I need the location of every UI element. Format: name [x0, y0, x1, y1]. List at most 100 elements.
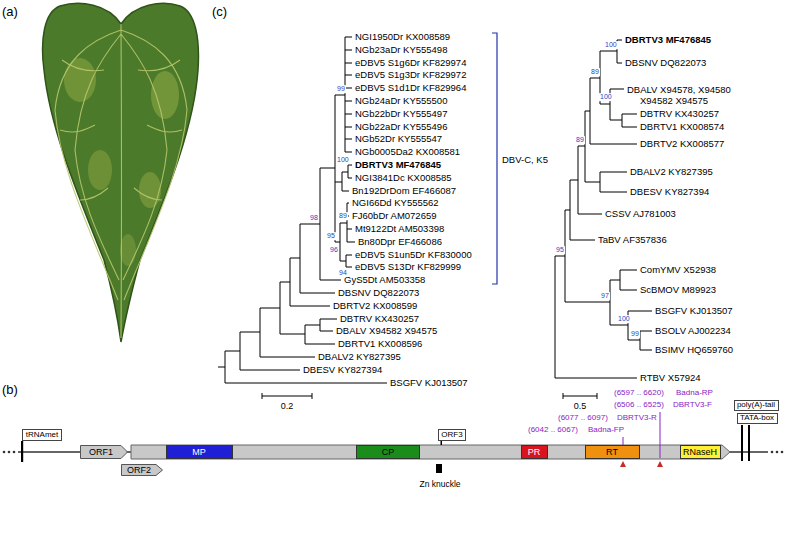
primer-label: DBRTV3-F — [673, 400, 712, 410]
taxon-label: DBALV2 KY827395 — [318, 351, 401, 362]
site-tick — [741, 425, 743, 461]
leaf-mottle — [151, 71, 179, 119]
panel-letter: (c) — [212, 4, 227, 20]
site-box: tRNAmet — [22, 429, 62, 441]
bootstrap-value: 94 — [338, 269, 348, 277]
taxon-label: DBRTV1 KX008574 — [640, 121, 724, 132]
domain-box: PR — [521, 445, 548, 459]
site-box: TATA-box — [737, 413, 778, 424]
primer-label: Badna-FP — [588, 425, 624, 435]
leaf-blade — [43, 3, 199, 342]
bootstrap-value: 96 — [329, 246, 339, 254]
taxon-label: DBTRV KX430257 — [640, 108, 719, 119]
taxon-label: Bn80Dpr EF466086 — [358, 236, 442, 247]
panel-letter: (b) — [2, 382, 18, 398]
node-label: ORF1 — [89, 448, 113, 457]
leaf-mottle — [88, 150, 112, 190]
scale-value: 0.2 — [281, 401, 294, 412]
primer-label: Badna-RP — [676, 388, 713, 398]
taxon-label: NGI1950Dr KX008589 — [355, 31, 450, 42]
primer-label: DBRTV3-R — [617, 413, 657, 423]
taxon-label: DBRTV2 KX008599 — [333, 300, 417, 311]
taxon-label: FJ60bDr AM072659 — [352, 210, 437, 221]
taxon-label: eDBV5 S13Dr KF829999 — [355, 261, 461, 272]
taxon-label: BSGFV KJ013507 — [655, 305, 733, 316]
taxon-label: NGI3841Dc KX008585 — [355, 172, 452, 183]
taxon-label: NGb52Dr KY555547 — [355, 133, 442, 144]
scale-value: 0.5 — [574, 401, 587, 412]
orf3-start-tick — [441, 441, 443, 445]
taxon-label: DBRTV3 MF476845 — [625, 34, 711, 45]
continuation-dot — [13, 451, 16, 454]
taxon-label: NGb23aDr KY555498 — [355, 44, 447, 55]
taxon-label: DBSNV DQ822073 — [625, 57, 706, 68]
bootstrap-value: 98 — [309, 214, 319, 222]
taxon-label: NGb24aDr KY555500 — [355, 95, 447, 106]
taxon-label: ScBMOV M89923 — [640, 284, 716, 295]
orf-arrow: ORF2 — [121, 464, 163, 476]
node-label: poly(A)-tail — [737, 401, 775, 409]
continuation-dot — [781, 451, 784, 454]
continuation-dot — [776, 451, 779, 454]
bootstrap-value: 89 — [575, 136, 585, 144]
taxon-label: DBALV2 KY827395 — [630, 166, 713, 177]
bootstrap-value: 89 — [338, 212, 348, 220]
domain-box: RNaseH — [680, 445, 721, 459]
site-tick — [21, 441, 23, 462]
taxon-label: DBRTV3 MF476845 — [355, 159, 441, 170]
taxon-label: NGb22aDr KY555496 — [355, 121, 447, 132]
taxon-label: DBESV KY827394 — [630, 186, 709, 197]
bootstrap-value: 100 — [604, 41, 618, 49]
primer-label: (6506 .. 6525) — [614, 400, 664, 410]
bootstrap-value: 95 — [326, 232, 336, 240]
leaf-mottle — [120, 234, 136, 266]
taxon-label: BSOLV AJ002234 — [655, 325, 731, 336]
taxon-label: eDBV5 S1g6Dr KF829974 — [355, 57, 466, 68]
bootstrap-value: 97 — [600, 292, 610, 300]
clade-bracket — [492, 33, 497, 284]
domain-box: CP — [356, 445, 420, 459]
orf-arrow: ORF1 — [80, 445, 128, 459]
taxon-label: BSGFV KJ013507 — [390, 377, 468, 388]
taxon-label: DBESV KY827394 — [303, 364, 382, 375]
taxon-label: NGb22bDr KY555497 — [355, 108, 447, 119]
bootstrap-value: 100 — [336, 156, 350, 164]
node-label: PR — [528, 448, 541, 457]
node-label: RT — [606, 448, 618, 457]
leaf-veins — [55, 24, 187, 338]
node-label: ORF2 — [127, 466, 151, 475]
continuation-dot — [3, 451, 6, 454]
scale-bar — [262, 393, 312, 399]
clade-label: DBV-C, K5 — [502, 154, 548, 165]
primer-label: (6597 .. 6620) — [614, 388, 664, 398]
taxon-label: DBALV X94578, X94580 X94582 X94575 — [627, 84, 758, 107]
site-tick — [748, 425, 750, 461]
taxon-label: DBSNV DQ822073 — [338, 287, 419, 298]
bootstrap-value: 99 — [630, 330, 640, 338]
taxon-label: DBRTV1 KX008596 — [338, 338, 422, 349]
taxon-label: Bn192DrDom EF466087 — [352, 185, 456, 196]
taxon-label: Mt9122Dt AM503398 — [355, 223, 444, 234]
primer-arrowhead — [620, 461, 626, 467]
domain-box: MP — [166, 445, 233, 459]
node-label: RNaseH — [683, 448, 717, 457]
node-label: TATA-box — [740, 414, 774, 422]
taxon-label: NGI66Dd KY555562 — [352, 197, 439, 208]
primer-arrowhead — [657, 461, 663, 467]
panel-letter: (a) — [2, 4, 18, 20]
site-box: poly(A)-tail — [734, 400, 779, 411]
taxon-label: BSIMV HQ659760 — [655, 344, 733, 355]
taxon-label: eDBV5 S1g3Dr KF829972 — [355, 69, 466, 80]
node-label: tRNAmet — [26, 431, 58, 439]
taxon-label: CSSV AJ781003 — [605, 208, 676, 219]
taxon-label: NGb0005Da2 KX008581 — [355, 146, 460, 157]
taxon-label: ComYMV X52938 — [640, 264, 716, 275]
orf3-bar — [131, 445, 730, 459]
scale-bar — [563, 393, 597, 399]
taxon-label: TaBV AF357836 — [598, 234, 667, 245]
orf-arrow-outline — [81, 446, 128, 459]
bootstrap-value: 95 — [555, 246, 565, 254]
taxon-label: DBTRV KX430257 — [340, 313, 419, 324]
continuation-dot — [8, 451, 11, 454]
